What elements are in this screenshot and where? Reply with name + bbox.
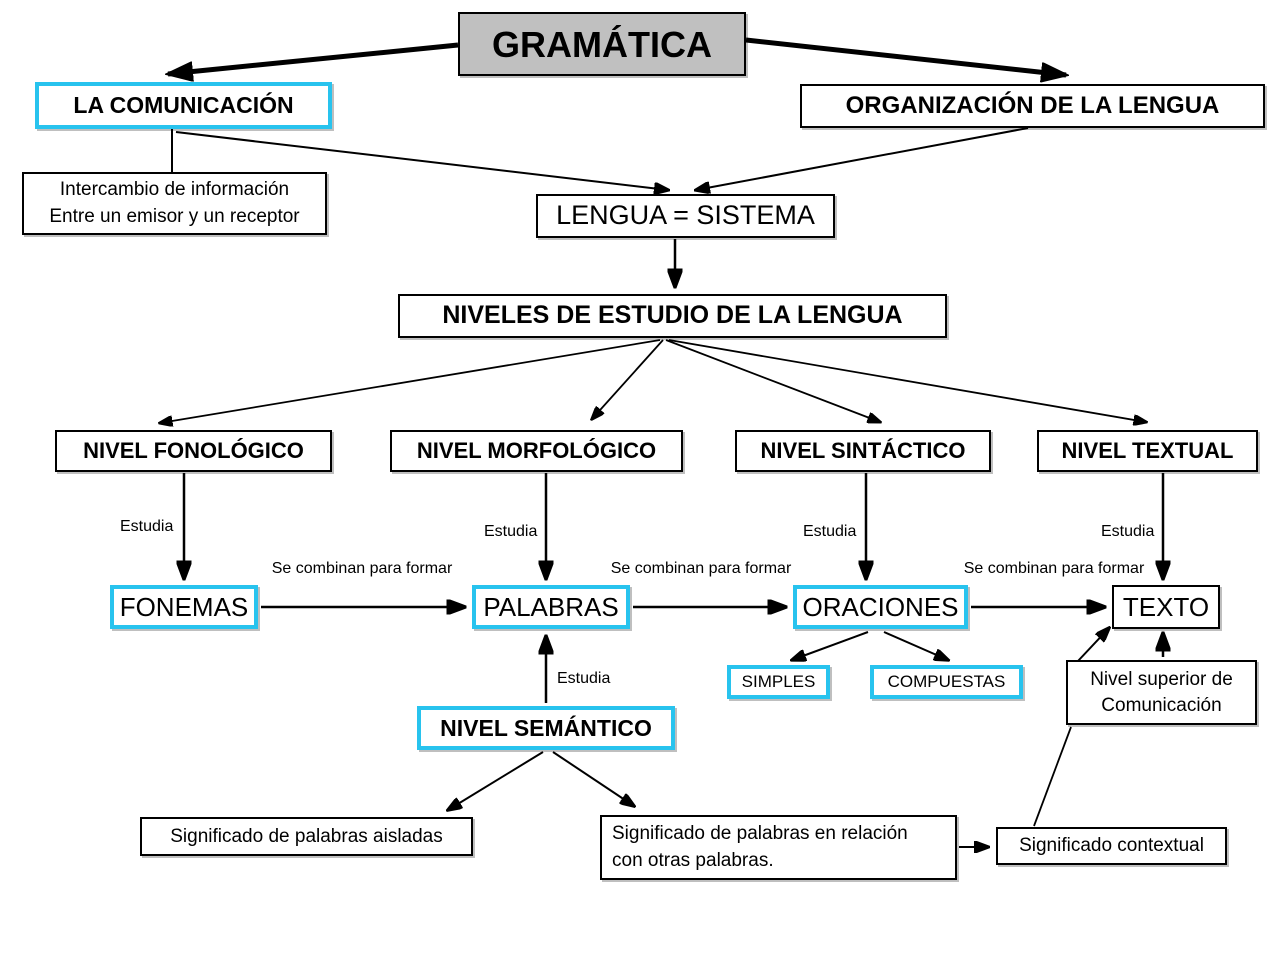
- node-significado-contextual: Significado contextual: [996, 827, 1227, 865]
- node-nivel-textual-label: NIVEL TEXTUAL: [1061, 438, 1234, 464]
- node-significado-aisladas: Significado de palabras aisladas: [140, 817, 473, 856]
- edge-label-estudia-semantico: Estudia: [557, 670, 611, 687]
- node-intercambio-line2: Entre un emisor y un receptor: [49, 205, 300, 227]
- edge-label-se-combinan-1: Se combinan para formar: [271, 560, 453, 577]
- node-oraciones: ORACIONES: [793, 585, 968, 629]
- node-significado-contextual-label: Significado contextual: [1019, 835, 1204, 857]
- node-oraciones-label: ORACIONES: [802, 591, 959, 622]
- node-compuestas: COMPUESTAS: [870, 665, 1023, 699]
- node-significado-aisladas-label: Significado de palabras aisladas: [170, 825, 443, 847]
- node-nivel-sintactico: NIVEL SINTÁCTICO: [735, 430, 991, 472]
- node-niveles-estudio-label: NIVELES DE ESTUDIO DE LA LENGUA: [442, 301, 903, 330]
- node-compuestas-label: COMPUESTAS: [887, 672, 1006, 692]
- node-nivel-fonologico: NIVEL FONOLÓGICO: [55, 430, 332, 472]
- node-niveles-estudio: NIVELES DE ESTUDIO DE LA LENGUA: [398, 294, 947, 338]
- node-nivel-semantico: NIVEL SEMÁNTICO: [417, 706, 675, 750]
- edge-label-se-combinan-2: Se combinan para formar: [610, 560, 792, 577]
- node-la-comunicacion: LA COMUNICACIÓN: [35, 82, 332, 129]
- node-fonemas-label: FONEMAS: [119, 591, 249, 622]
- node-fonemas: FONEMAS: [110, 585, 258, 629]
- node-lengua-sistema: LENGUA = SISTEMA: [536, 194, 835, 238]
- node-nivel-textual: NIVEL TEXTUAL: [1037, 430, 1258, 472]
- node-la-comunicacion-label: LA COMUNICACIÓN: [73, 92, 294, 119]
- node-significado-relacion-line1: Significado de palabras en relación: [612, 822, 908, 844]
- node-nivel-morfologico: NIVEL MORFOLÓGICO: [390, 430, 683, 472]
- node-nivel-semantico-label: NIVEL SEMÁNTICO: [440, 714, 652, 741]
- edge-label-se-combinan-3: Se combinan para formar: [963, 560, 1145, 577]
- node-organizacion-lengua-label: ORGANIZACIÓN DE LA LENGUA: [845, 92, 1220, 119]
- edge-label-estudia-morfologico: Estudia: [484, 523, 538, 540]
- node-nivel-superior-line2: Comunicación: [1101, 694, 1222, 716]
- node-significado-relacion-line2: con otras palabras.: [612, 849, 774, 871]
- node-texto: TEXTO: [1112, 585, 1220, 629]
- node-texto-label: TEXTO: [1122, 591, 1210, 622]
- node-organizacion-lengua: ORGANIZACIÓN DE LA LENGUA: [800, 84, 1265, 128]
- node-gramatica-label: GRAMÁTICA: [492, 23, 712, 65]
- node-gramatica: GRAMÁTICA: [458, 12, 746, 76]
- edge-label-estudia-sintactico: Estudia: [803, 523, 857, 540]
- node-palabras: PALABRAS: [472, 585, 630, 629]
- node-simples: SIMPLES: [727, 665, 830, 699]
- node-intercambio-line1: Intercambio de información: [59, 178, 290, 200]
- node-significado-relacion: Significado de palabras en relación con …: [600, 815, 957, 880]
- node-palabras-label: PALABRAS: [483, 591, 619, 622]
- node-nivel-morfologico-label: NIVEL MORFOLÓGICO: [416, 438, 657, 464]
- node-simples-label: SIMPLES: [741, 672, 816, 692]
- node-nivel-fonologico-label: NIVEL FONOLÓGICO: [83, 438, 304, 464]
- node-nivel-sintactico-label: NIVEL SINTÁCTICO: [760, 438, 966, 464]
- edge-label-estudia-fonologico: Estudia: [120, 518, 174, 535]
- node-nivel-superior: Nivel superior de Comunicación: [1066, 660, 1257, 725]
- node-lengua-sistema-label: LENGUA = SISTEMA: [556, 200, 815, 231]
- node-intercambio: Intercambio de información Entre un emis…: [22, 172, 327, 235]
- node-nivel-superior-line1: Nivel superior de: [1090, 668, 1233, 690]
- edge-label-estudia-textual: Estudia: [1101, 523, 1155, 540]
